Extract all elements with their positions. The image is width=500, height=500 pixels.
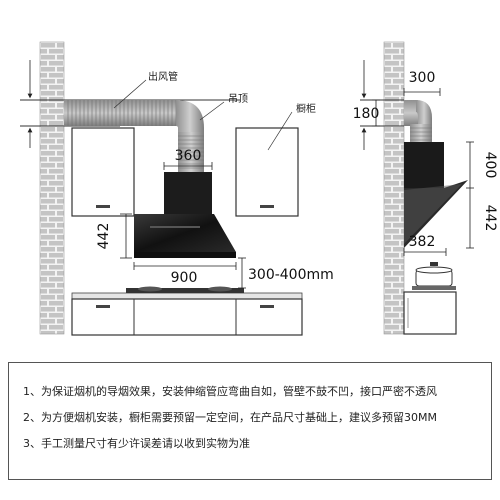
note-2: 2、为方便烟机安装，橱柜需要预留一定空间，在产品尺寸基础上，建议多预留30MM — [23, 411, 437, 424]
left-brick-wall — [39, 41, 65, 335]
dim-width-top: 360 — [175, 148, 202, 164]
note-3: 3、手工测量尺寸有少许误差请以收到实物为准 — [23, 437, 250, 450]
label-duct: 出风管 — [148, 70, 178, 83]
exhaust-duct — [64, 100, 180, 126]
side-lower-cabinet — [403, 291, 457, 335]
hood-chimney — [164, 172, 212, 214]
label-ceiling: 吊顶 — [228, 93, 248, 105]
dim-right-lower: 442 — [482, 205, 498, 232]
dim-right-upper: 400 — [482, 152, 498, 179]
upper-cabinet-right — [235, 127, 299, 217]
installation-notes: 1、为保证烟机的导烟效果，安装伸缩管应弯曲自如，管壁不鼓不凹，接口严密不透风 2… — [8, 362, 492, 480]
hood-panel — [134, 214, 236, 252]
label-cabinet: 橱柜 — [296, 102, 316, 115]
duct-elbow — [176, 100, 204, 136]
note-1: 1、为保证烟机的导烟效果，安装伸缩管应弯曲自如，管壁不鼓不凹，接口严密不透风 — [23, 385, 437, 398]
dim-right-bottom: 382 — [409, 234, 436, 250]
right-scene: 300 180 400 442 382 — [353, 41, 498, 335]
dim-width-bottom: 900 — [171, 270, 198, 286]
right-brick-wall — [383, 41, 405, 335]
dim-gap: 300-400mm — [248, 267, 334, 283]
left-scene: 360 442 900 300-400mm 出风管 吊顶 橱柜 — [20, 41, 334, 336]
dim-height-left: 442 — [96, 223, 112, 250]
countertop — [71, 292, 303, 300]
dim-right-left: 180 — [353, 106, 380, 122]
lower-cabinet — [71, 298, 303, 336]
pot-illustration — [412, 262, 456, 290]
upper-cabinet-left — [71, 127, 135, 217]
hood-side-box — [404, 142, 444, 188]
dim-right-top: 300 — [409, 70, 436, 86]
